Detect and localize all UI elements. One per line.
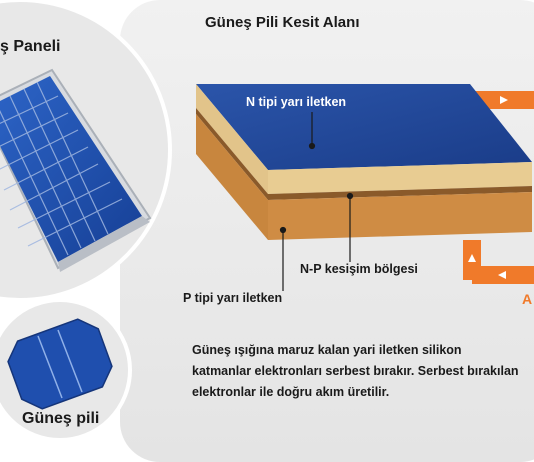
n-type-label: N tipi yarı iletken [246,95,347,109]
edge-text: A [522,291,533,307]
arrow-right-icon [500,96,508,104]
cross-section-block [196,84,532,240]
section-title: Güneş Pili Kesit Alanı [205,14,360,31]
description-text: Güneş ışığına maruz kalan yari iletken s… [192,343,519,399]
solar-cell-label: Güneş pili [22,410,100,427]
solar-cell-icon [7,318,113,410]
np-junction-label: N-P kesişim bölgesi [300,262,418,276]
leader-lines [279,112,354,291]
arrow-up-icon [468,254,476,262]
arrow-left-icon [498,271,506,279]
solar-panel [0,68,152,272]
solar-panel-title: ş Paneli [0,38,61,55]
p-type-label: P tipi yarı iletken [183,291,283,305]
